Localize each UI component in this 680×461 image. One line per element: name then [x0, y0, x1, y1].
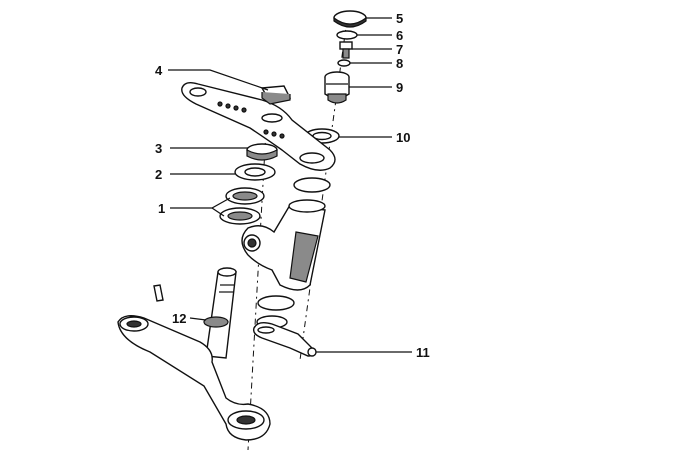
part-bearing-race [234, 163, 276, 181]
callout-3: 3 [155, 141, 162, 156]
part-pin [153, 284, 164, 302]
callout-12: 12 [172, 311, 186, 326]
callout-10: 10 [396, 130, 410, 145]
part-nut [246, 143, 278, 161]
part-washer-top [336, 30, 358, 40]
callout-7: 7 [396, 42, 403, 57]
callout-9: 9 [396, 80, 403, 95]
leader-1b [211, 207, 225, 217]
callout-11: 11 [416, 345, 430, 360]
callout-5: 5 [396, 11, 403, 26]
callout-4: 4 [155, 63, 163, 78]
part-small-washer [337, 59, 351, 67]
leader-1a [170, 197, 231, 209]
callout-2: 2 [155, 167, 162, 182]
leader-4 [168, 69, 269, 91]
part-bolt [339, 41, 353, 59]
leader-12 [189, 317, 207, 321]
callout-8: 8 [396, 56, 403, 71]
part-upper-bridge [181, 81, 336, 171]
part-lower-bridge [117, 315, 271, 441]
part-race-lower-right [257, 295, 295, 311]
part-lock-lever [252, 321, 317, 357]
part-cap [333, 10, 367, 28]
part-steering-stem [203, 267, 237, 359]
callout-6: 6 [396, 28, 403, 43]
part-race-upper-right [293, 177, 331, 193]
callout-1: 1 [158, 201, 165, 216]
part-threaded-sleeve [324, 71, 350, 104]
part-steering-head [241, 199, 326, 291]
part-bearing-set [219, 187, 265, 225]
